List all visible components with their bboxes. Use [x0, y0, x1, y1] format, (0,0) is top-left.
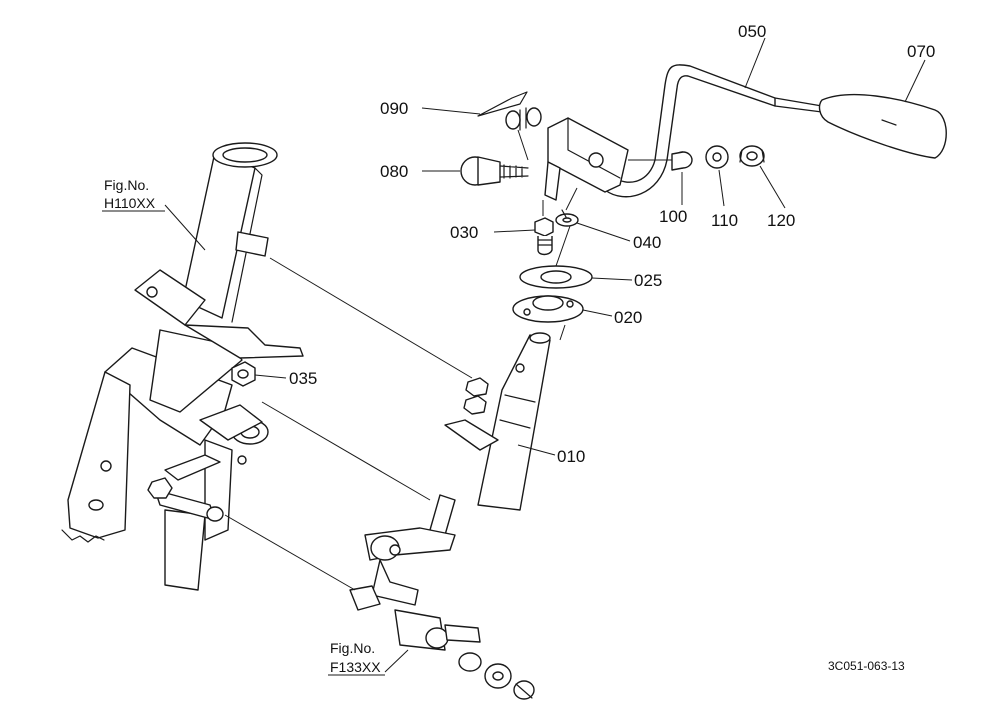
callout-070: 070: [907, 42, 935, 61]
callout-120: 120: [767, 211, 795, 230]
callout-090: 090: [380, 99, 408, 118]
callout-035: 035: [289, 369, 317, 388]
callout-040: 040: [633, 233, 661, 252]
column-bracket-assembly: [61, 142, 304, 591]
assembly-lines: [224, 129, 672, 591]
callout-020: 020: [614, 308, 642, 327]
fig-ref-top-code: H110XX: [104, 195, 156, 211]
fig-ref-bottom-label: Fig.No.: [330, 640, 375, 656]
fig-ref-top-label: Fig.No.: [104, 177, 149, 193]
callout-030: 030: [450, 223, 478, 242]
callout-110: 110: [711, 211, 738, 230]
callout-050: 050: [738, 22, 766, 41]
callout-labels: 050 070 090 080 100 110 120 030 040 025 …: [289, 22, 935, 466]
callout-080: 080: [380, 162, 408, 181]
callout-025: 025: [634, 271, 662, 290]
callout-100: 100: [659, 207, 687, 226]
lever-assembly: [231, 64, 947, 700]
figure-reference-bottom: Fig.No. F133XX: [328, 640, 385, 676]
callout-leaders: [164, 37, 926, 673]
drawing-code: 3C051-063-13: [828, 659, 905, 673]
fig-ref-bottom-code: F133XX: [330, 659, 381, 675]
callout-010: 010: [557, 447, 585, 466]
figure-reference-top: Fig.No. H110XX: [102, 177, 165, 212]
